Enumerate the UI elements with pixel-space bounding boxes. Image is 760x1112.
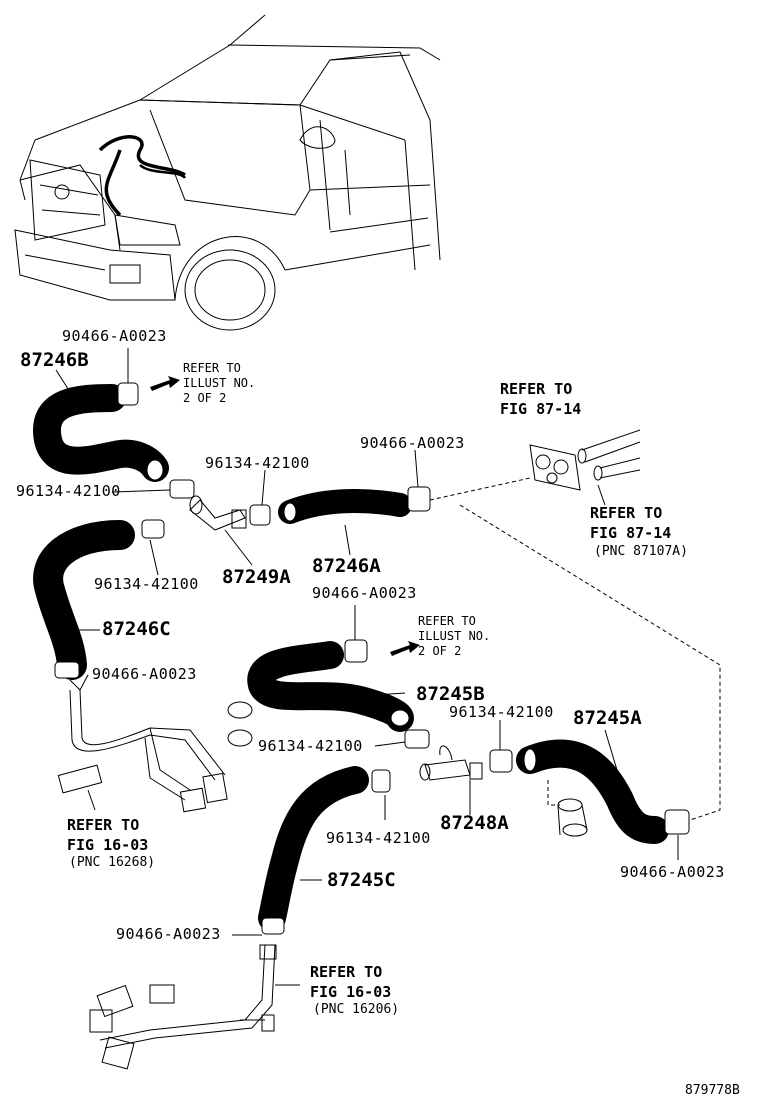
part-number-96134-42100: 96134-42100 xyxy=(94,575,199,593)
part-number-87245b: 87245B xyxy=(416,683,485,705)
part-number-90466-a0023: 90466-A0023 xyxy=(360,434,465,452)
hose-87245b xyxy=(247,641,414,732)
part-number-96134-42100: 96134-42100 xyxy=(16,482,121,500)
vehicle-illustration xyxy=(14,14,441,331)
part-number-87245c: 87245C xyxy=(327,869,396,891)
part-number-96134-42100: 96134-42100 xyxy=(258,737,363,755)
refer-illust-note: REFER TO ILLUST NO. 2 OF 2 xyxy=(418,614,491,658)
pnc-87107a-note: (PNC 87107A) xyxy=(594,544,688,559)
refer-fig-87-14-note: REFER TO FIG 87-14 xyxy=(590,504,672,542)
pnc-16268-note: (PNC 16268) xyxy=(69,855,156,870)
part-number-87246a: 87246A xyxy=(312,555,381,577)
hose-87245c xyxy=(258,766,369,932)
part-number-87248a: 87248A xyxy=(440,812,509,834)
firewall-grommet xyxy=(529,429,641,491)
heater-pipe-left xyxy=(57,689,228,813)
joint-87249a xyxy=(189,495,247,531)
hose-87246c xyxy=(33,520,135,680)
part-number-87249a: 87249A xyxy=(222,566,291,588)
part-number-90466-a0023: 90466-A0023 xyxy=(312,584,417,602)
part-number-96134-42100: 96134-42100 xyxy=(449,703,554,721)
arrow-right-icon xyxy=(150,376,420,656)
leader-lines xyxy=(55,348,679,986)
part-number-90466-a0023: 90466-A0023 xyxy=(116,925,221,943)
dashed-connections xyxy=(429,477,721,821)
part-number-90466-a0023: 90466-A0023 xyxy=(620,863,725,881)
refer-fig-87-14-note: REFER TO FIG 87-14 xyxy=(500,380,582,418)
pnc-16206-note: (PNC 16206) xyxy=(313,1002,400,1017)
hose-87246b xyxy=(33,384,169,482)
part-number-87246b: 87246B xyxy=(20,349,89,371)
part-number-87246c: 87246C xyxy=(102,618,171,640)
heater-pipe-bottom xyxy=(89,944,277,1070)
valve-bracket xyxy=(557,798,588,837)
refer-fig-16-03-note: REFER TO FIG 16-03 xyxy=(67,816,149,854)
part-number-87245a: 87245A xyxy=(573,707,642,729)
part-number-90466-a0023: 90466-A0023 xyxy=(92,665,197,683)
part-number-90466-a0023: 90466-A0023 xyxy=(62,327,167,345)
refer-illust-note: REFER TO ILLUST NO. 2 OF 2 xyxy=(183,361,256,405)
hose-87245a xyxy=(516,739,669,844)
part-number-96134-42100: 96134-42100 xyxy=(205,454,310,472)
drawing-id: 879778B xyxy=(685,1083,740,1098)
clamp-icon xyxy=(54,382,690,935)
joint-87248a xyxy=(419,745,483,781)
refer-fig-16-03-note: REFER TO FIG 16-03 xyxy=(310,963,392,1001)
hose-87246a xyxy=(278,488,412,524)
part-number-96134-42100: 96134-42100 xyxy=(326,829,431,847)
